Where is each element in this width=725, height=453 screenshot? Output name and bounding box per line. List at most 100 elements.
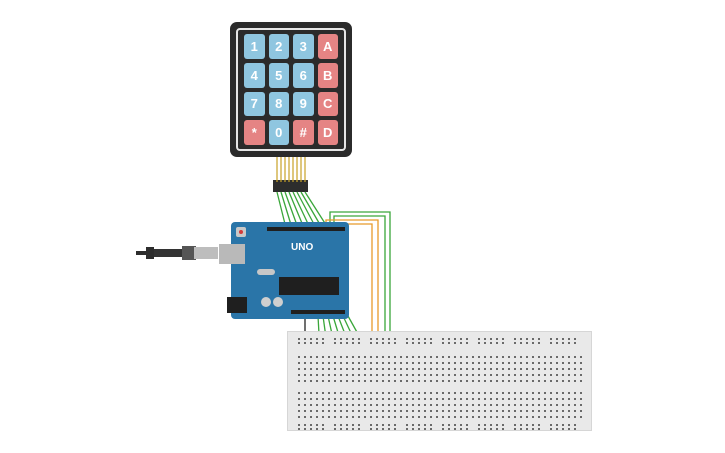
keypad-key[interactable]: 3 [293, 34, 314, 59]
breadboard-hole [316, 342, 318, 344]
breadboard-hole [394, 424, 396, 426]
breadboard-hole [310, 380, 312, 382]
breadboard-hole [580, 398, 582, 400]
breadboard-hole [388, 374, 390, 376]
reset-button[interactable] [236, 227, 246, 237]
keypad-key[interactable]: * [244, 120, 265, 145]
breadboard-hole [550, 342, 552, 344]
breadboard-hole [388, 398, 390, 400]
keypad-key[interactable]: 4 [244, 62, 265, 88]
breadboard-hole [454, 362, 456, 364]
breadboard-hole [430, 374, 432, 376]
breadboard-hole [430, 398, 432, 400]
breadboard-hole [460, 410, 462, 412]
breadboard-hole [514, 410, 516, 412]
breadboard-hole [556, 428, 558, 430]
breadboard-hole [556, 338, 558, 340]
breadboard-hole [544, 398, 546, 400]
breadboard-hole [580, 362, 582, 364]
breadboard-hole [346, 404, 348, 406]
breadboard[interactable] [287, 331, 592, 431]
breadboard-hole [520, 398, 522, 400]
keypad-key[interactable]: B [317, 62, 338, 88]
breadboard-hole [484, 362, 486, 364]
breadboard-hole [298, 362, 300, 364]
keypad-key[interactable]: 2 [268, 34, 289, 59]
breadboard-hole [538, 368, 540, 370]
breadboard-hole [304, 374, 306, 376]
breadboard-hole [394, 428, 396, 430]
breadboard-hole [538, 424, 540, 426]
capacitor [261, 297, 271, 307]
keypad-key[interactable]: 7 [244, 91, 265, 117]
keypad-key[interactable]: # [293, 120, 314, 145]
breadboard-hole [376, 398, 378, 400]
breadboard-hole [490, 380, 492, 382]
breadboard-hole [352, 380, 354, 382]
breadboard-hole [556, 398, 558, 400]
breadboard-hole [448, 356, 450, 358]
keypad-key[interactable]: 9 [293, 91, 314, 117]
breadboard-hole [418, 338, 420, 340]
breadboard-hole [340, 404, 342, 406]
breadboard-hole [460, 398, 462, 400]
breadboard-hole [454, 356, 456, 358]
breadboard-hole [496, 368, 498, 370]
breadboard-hole [526, 362, 528, 364]
breadboard-hole [454, 342, 456, 344]
breadboard-hole [352, 424, 354, 426]
breadboard-hole [304, 424, 306, 426]
breadboard-hole [472, 374, 474, 376]
breadboard-hole [484, 392, 486, 394]
breadboard-hole [328, 356, 330, 358]
breadboard-hole [298, 404, 300, 406]
keypad-key[interactable]: 6 [293, 62, 314, 88]
arduino-uno-board[interactable]: UNO [219, 222, 349, 319]
breadboard-hole [364, 356, 366, 358]
analog-header [291, 310, 345, 314]
breadboard-hole [310, 416, 312, 418]
breadboard-hole [340, 368, 342, 370]
breadboard-hole [574, 410, 576, 412]
breadboard-hole [298, 338, 300, 340]
breadboard-hole [568, 368, 570, 370]
keypad-key[interactable]: D [317, 120, 338, 145]
breadboard-hole [562, 428, 564, 430]
breadboard-hole [406, 410, 408, 412]
breadboard-hole [520, 342, 522, 344]
breadboard-hole [346, 374, 348, 376]
breadboard-hole [520, 374, 522, 376]
breadboard-hole [496, 404, 498, 406]
breadboard-hole [466, 356, 468, 358]
keypad-key[interactable]: C [317, 91, 338, 117]
breadboard-hole [448, 392, 450, 394]
keypad-key[interactable]: A [317, 34, 338, 59]
breadboard-hole [334, 416, 336, 418]
breadboard-hole [550, 410, 552, 412]
breadboard-hole [442, 398, 444, 400]
breadboard-hole [424, 392, 426, 394]
keypad-key[interactable]: 0 [268, 120, 289, 145]
breadboard-hole [466, 428, 468, 430]
breadboard-hole [358, 424, 360, 426]
breadboard-hole [526, 374, 528, 376]
breadboard-hole [442, 374, 444, 376]
board-model-label: UNO [291, 242, 314, 253]
breadboard-hole [346, 428, 348, 430]
breadboard-hole [406, 374, 408, 376]
breadboard-hole [472, 356, 474, 358]
breadboard-hole [328, 374, 330, 376]
breadboard-hole [316, 404, 318, 406]
breadboard-hole [442, 416, 444, 418]
breadboard-hole [442, 356, 444, 358]
keypad-key[interactable]: 5 [268, 62, 289, 88]
breadboard-hole [544, 416, 546, 418]
breadboard-hole [340, 356, 342, 358]
breadboard-hole [562, 398, 564, 400]
keypad-key[interactable]: 1 [244, 34, 265, 59]
usb-cable[interactable] [136, 243, 219, 263]
keypad-key[interactable]: 8 [268, 91, 289, 117]
breadboard-hole [568, 356, 570, 358]
breadboard-hole [376, 410, 378, 412]
